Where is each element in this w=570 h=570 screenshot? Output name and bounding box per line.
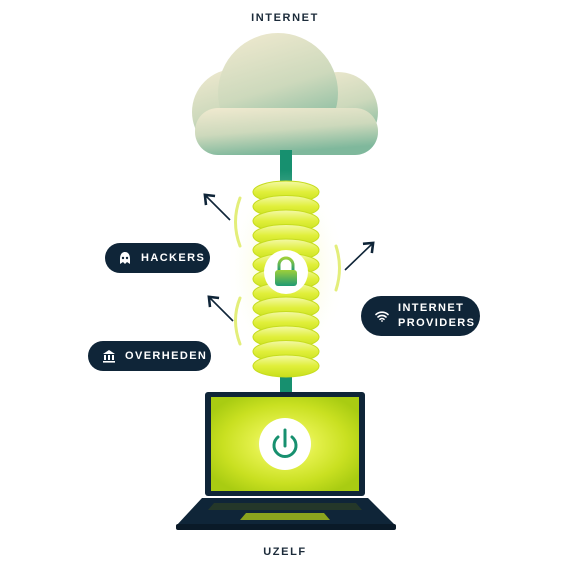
deflection-arcs	[234, 196, 341, 346]
wifi-icon	[375, 310, 389, 322]
government-building-icon	[102, 349, 116, 363]
power-button[interactable]	[259, 418, 311, 470]
internet-label: INTERNET	[251, 12, 319, 24]
providers-label-line2: PROVIDERS	[398, 317, 476, 329]
deflection-arrows	[203, 193, 375, 322]
power-icon	[272, 428, 298, 458]
coil-ring	[252, 354, 320, 378]
lock-badge	[264, 250, 308, 294]
providers-label-line1: INTERNET	[398, 302, 465, 314]
overheden-badge: OVERHEDEN	[88, 341, 211, 371]
uzelf-label: UZELF	[263, 546, 307, 558]
lock-icon	[275, 256, 297, 286]
hackers-label: HACKERS	[141, 252, 206, 264]
providers-badge: INTERNET PROVIDERS	[361, 296, 480, 336]
overheden-label: OVERHEDEN	[125, 350, 208, 362]
hackers-badge: HACKERS	[105, 243, 210, 273]
hacker-icon	[118, 251, 132, 265]
laptop-icon	[176, 392, 396, 530]
cloud-icon	[192, 33, 378, 155]
